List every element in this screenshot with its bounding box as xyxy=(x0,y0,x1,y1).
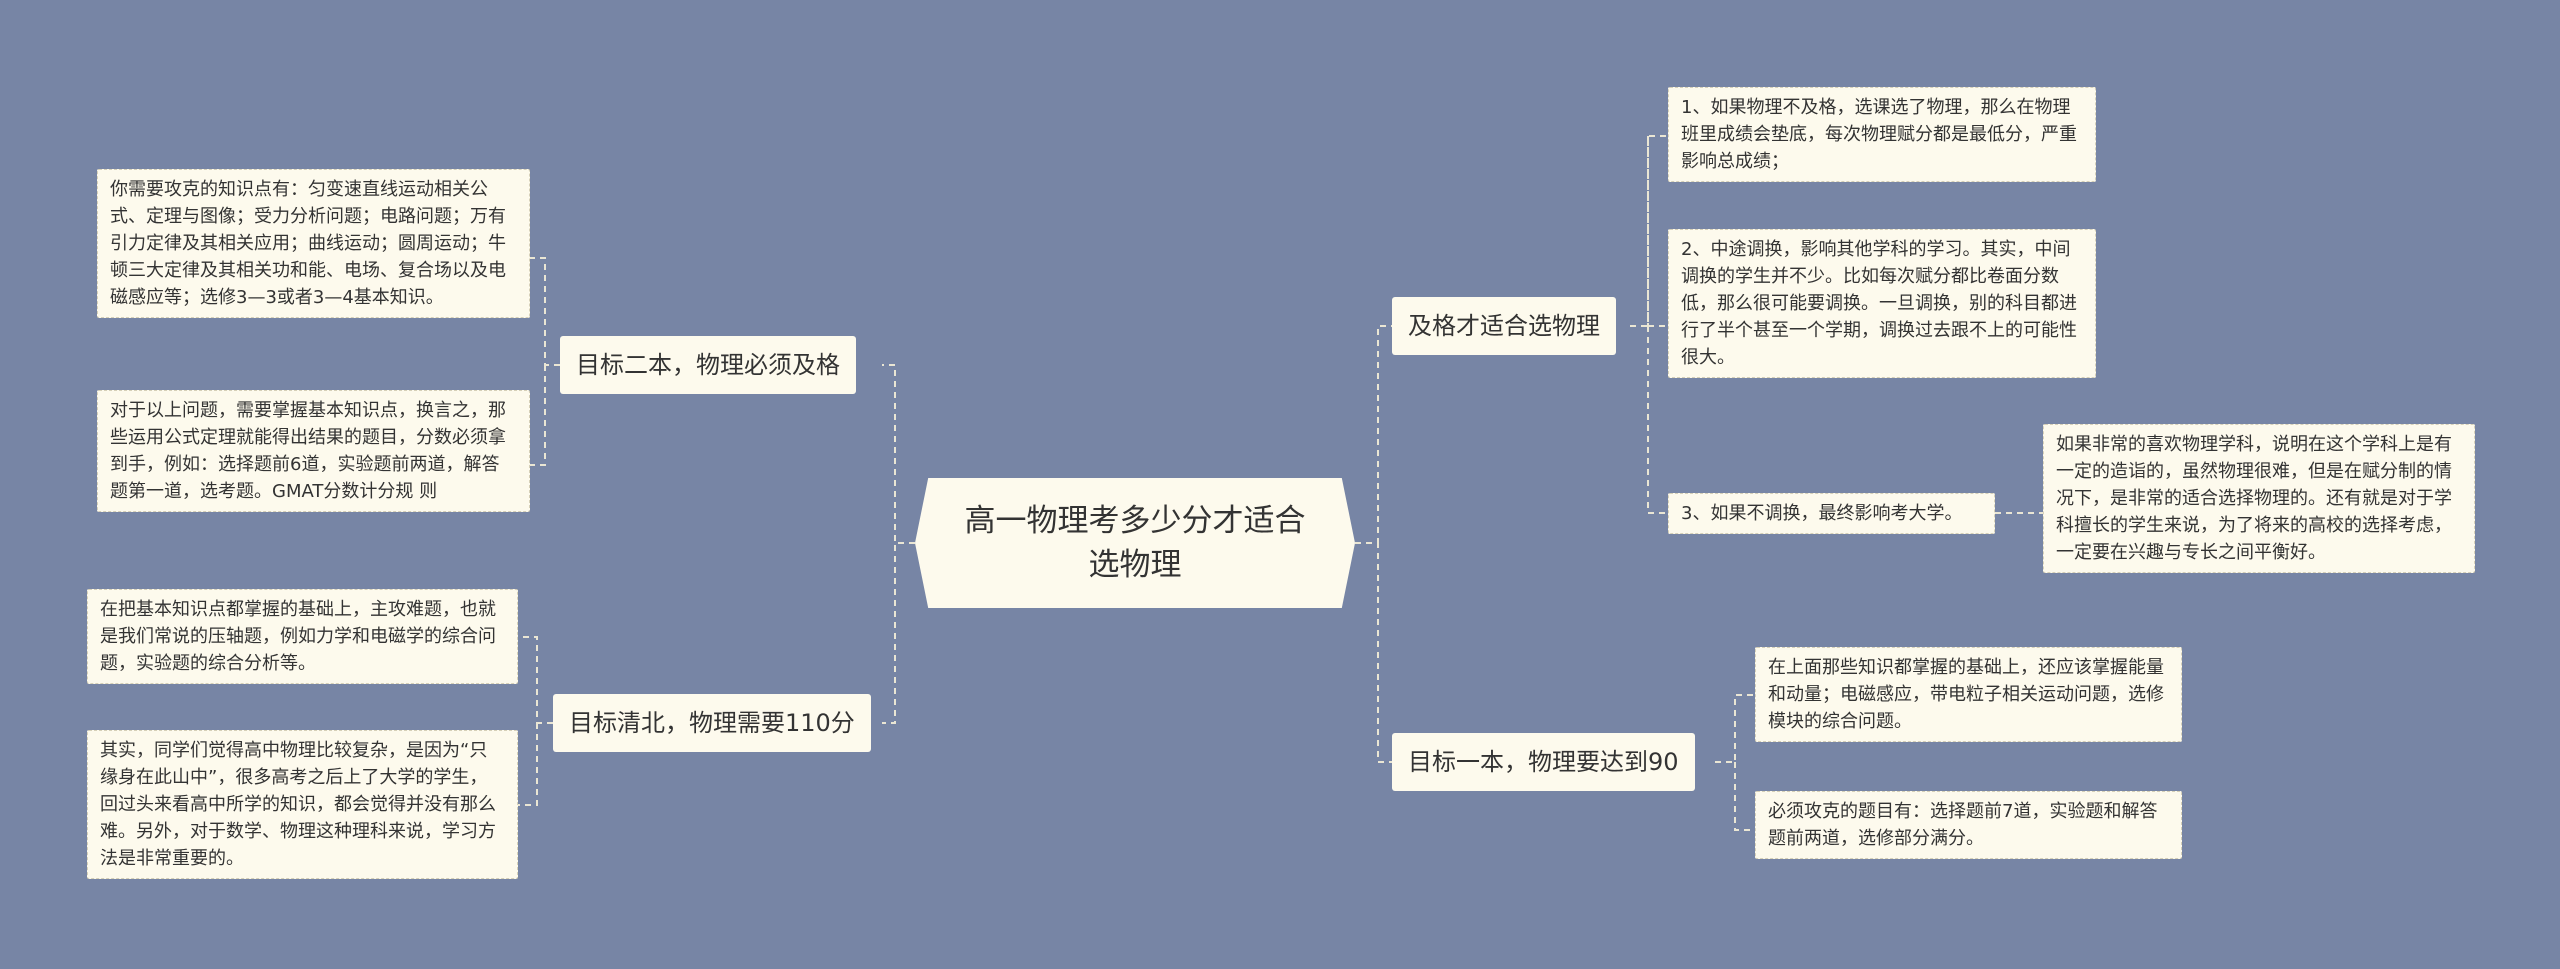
branch-tsinghua-peking-label: 目标清北，物理需要110分 xyxy=(569,709,855,737)
leaf-tier2-2-text: 对于以上问题，需要掌握基本知识点，换言之，那些运用公式定理就能得出结果的题目，分… xyxy=(110,400,506,502)
connector-b1-leaves xyxy=(1630,135,1668,514)
branch-tier1[interactable]: 目标一本，物理要达到90 xyxy=(1392,733,1695,791)
root-topic[interactable]: 高一物理考多少分才适合选物理 xyxy=(915,478,1355,608)
leaf-tier1-1-text: 在上面那些知识都掌握的基础上，还应该掌握能量和动量；电磁感应，带电粒子相关运动问… xyxy=(1768,657,2164,732)
leaf-pass-3-detail[interactable]: 如果非常的喜欢物理学科，说明在这个学科上是有一定的造诣的，虽然物理很难，但是在赋… xyxy=(2043,424,2475,573)
leaf-pass-3-text: 3、如果不调换，最终影响考大学。 xyxy=(1681,503,1963,524)
leaf-tier1-2[interactable]: 必须攻克的题目有：选择题前7道，实验题和解答题前两道，选修部分满分。 xyxy=(1755,791,2182,859)
leaf-tsinghua-2[interactable]: 其实，同学们觉得高中物理比较复杂，是因为“只缘身在此山中”，很多高考之后上了大学… xyxy=(87,730,518,879)
branch-tier2-label: 目标二本，物理必须及格 xyxy=(576,351,840,379)
leaf-pass-2-text: 2、中途调换，影响其他学科的学习。其实，中间调换的学生并不少。比如每次赋分都比卷… xyxy=(1681,239,2077,368)
root-topic-label: 高一物理考多少分才适合选物理 xyxy=(964,503,1306,583)
connector-b2-leaves xyxy=(1715,694,1755,831)
branch-tier1-label: 目标一本，物理要达到90 xyxy=(1408,748,1679,776)
leaf-tsinghua-1-text: 在把基本知识点都掌握的基础上，主攻难题，也就是我们常说的压轴题，例如力学和电磁学… xyxy=(100,599,496,674)
connector-root-b2 xyxy=(1355,542,1392,763)
branch-tier2[interactable]: 目标二本，物理必须及格 xyxy=(560,336,856,394)
leaf-tsinghua-1[interactable]: 在把基本知识点都掌握的基础上，主攻难题，也就是我们常说的压轴题，例如力学和电磁学… xyxy=(87,589,518,684)
connector-root-b4 xyxy=(882,542,915,724)
leaf-pass-2[interactable]: 2、中途调换，影响其他学科的学习。其实，中间调换的学生并不少。比如每次赋分都比卷… xyxy=(1668,229,2096,378)
leaf-pass-1[interactable]: 1、如果物理不及格，选课选了物理，那么在物理班里成绩会垫底，每次物理赋分都是最低… xyxy=(1668,87,2096,182)
leaf-pass-3-detail-text: 如果非常的喜欢物理学科，说明在这个学科上是有一定的造诣的，虽然物理很难，但是在赋… xyxy=(2056,434,2452,563)
leaf-tier2-2[interactable]: 对于以上问题，需要掌握基本知识点，换言之，那些运用公式定理就能得出结果的题目，分… xyxy=(97,390,530,512)
connector-b3-leaves xyxy=(530,257,560,466)
connector-root-b3 xyxy=(882,364,915,544)
leaf-tier1-2-text: 必须攻克的题目有：选择题前7道，实验题和解答题前两道，选修部分满分。 xyxy=(1768,801,2158,849)
branch-pass[interactable]: 及格才适合选物理 xyxy=(1392,297,1616,355)
leaf-tier2-1-text: 你需要攻克的知识点有：匀变速直线运动相关公式、定理与图像；受力分析问题；电路问题… xyxy=(110,179,506,308)
leaf-tier1-1[interactable]: 在上面那些知识都掌握的基础上，还应该掌握能量和动量；电磁感应，带电粒子相关运动问… xyxy=(1755,647,2182,742)
connector-b4-leaves xyxy=(518,636,553,806)
branch-pass-label: 及格才适合选物理 xyxy=(1408,312,1600,340)
connector-root-b1 xyxy=(1355,325,1392,544)
branch-tsinghua-peking[interactable]: 目标清北，物理需要110分 xyxy=(553,694,871,752)
leaf-tsinghua-2-text: 其实，同学们觉得高中物理比较复杂，是因为“只缘身在此山中”，很多高考之后上了大学… xyxy=(100,740,496,869)
leaf-pass-3[interactable]: 3、如果不调换，最终影响考大学。 xyxy=(1668,493,1995,534)
leaf-pass-1-text: 1、如果物理不及格，选课选了物理，那么在物理班里成绩会垫底，每次物理赋分都是最低… xyxy=(1681,97,2077,172)
leaf-tier2-1[interactable]: 你需要攻克的知识点有：匀变速直线运动相关公式、定理与图像；受力分析问题；电路问题… xyxy=(97,169,530,318)
